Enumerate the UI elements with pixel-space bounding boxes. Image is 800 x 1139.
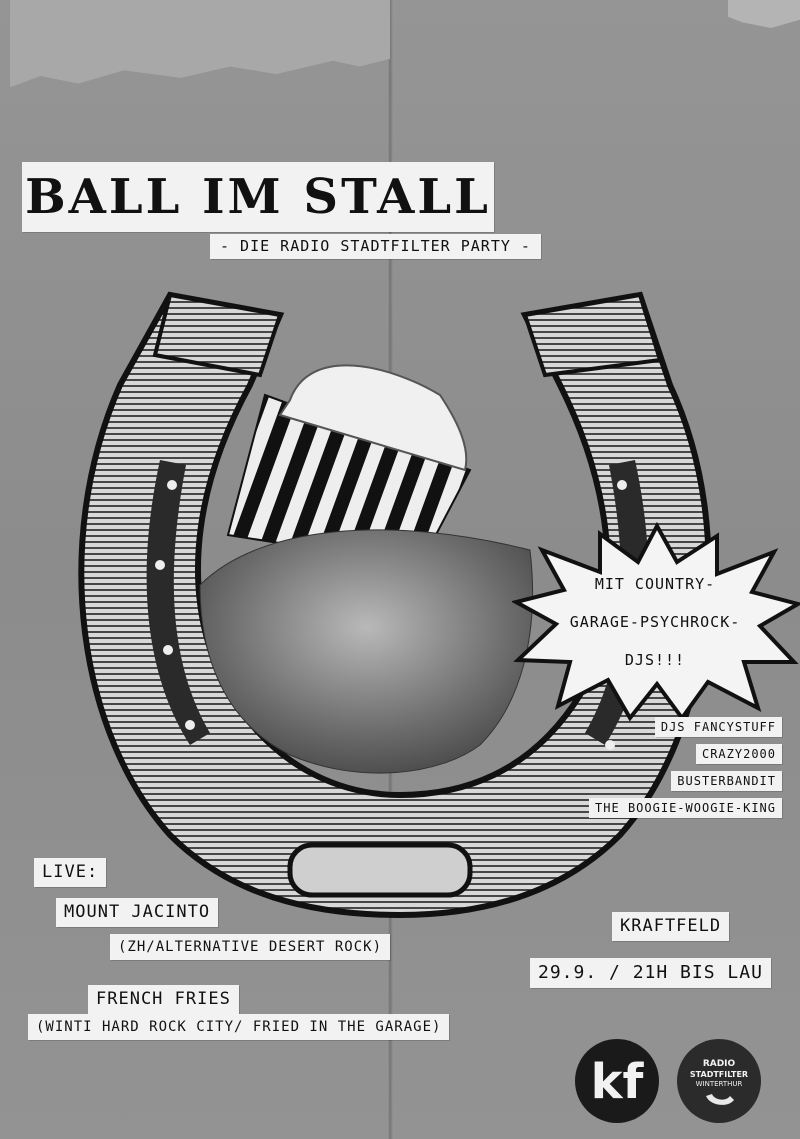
band-description: (WINTI HARD ROCK CITY/ FRIED IN THE GARA… xyxy=(28,1014,450,1040)
date-label: 29.9. / 21H BIS LAU xyxy=(530,958,771,988)
starburst-line: DJS!!! xyxy=(624,651,686,669)
starburst-text: MIT COUNTRY- GARAGE-PSYCHROCK- DJS!!! xyxy=(520,575,790,689)
dj-label: CRAZY2000 xyxy=(695,744,782,764)
live-label: LIVE: xyxy=(34,858,107,887)
dj-label: BUSTERBANDIT xyxy=(671,771,782,791)
torn-cardboard xyxy=(10,0,390,88)
dj-label: DJS FANCYSTUFF xyxy=(654,717,782,737)
dj-label: THE BOOGIE-WOOGIE-KING xyxy=(589,798,782,818)
kf-logo-text: kf xyxy=(591,1054,645,1110)
band-name: FRENCH FRIES xyxy=(88,985,239,1014)
horseshoe-illustration xyxy=(78,291,712,919)
poster-subtitle: - DIE RADIO STADTFILTER PARTY - xyxy=(210,234,541,259)
poster-title: BALL IM STALL xyxy=(22,162,494,232)
venue-label: KRAFTFELD xyxy=(612,912,730,941)
radio-logo-line: RADIO xyxy=(702,1059,736,1069)
radio-stadtfilter-logo: RADIO STADTFILTER WINTERTHUR xyxy=(676,1038,762,1124)
starburst-line: MIT COUNTRY- xyxy=(594,575,716,593)
starburst-badge xyxy=(512,522,800,722)
kraftfeld-logo: kf xyxy=(574,1038,660,1124)
radio-logo-line: WINTERTHUR xyxy=(695,1080,743,1088)
starburst-line: GARAGE-PSYCHROCK- xyxy=(569,613,741,631)
band-description: (ZH/ALTERNATIVE DESERT ROCK) xyxy=(110,934,391,960)
band-name: MOUNT JACINTO xyxy=(56,898,219,927)
torn-cardboard-corner xyxy=(728,0,800,28)
radio-logo-line: STADTFILTER xyxy=(689,1070,749,1079)
